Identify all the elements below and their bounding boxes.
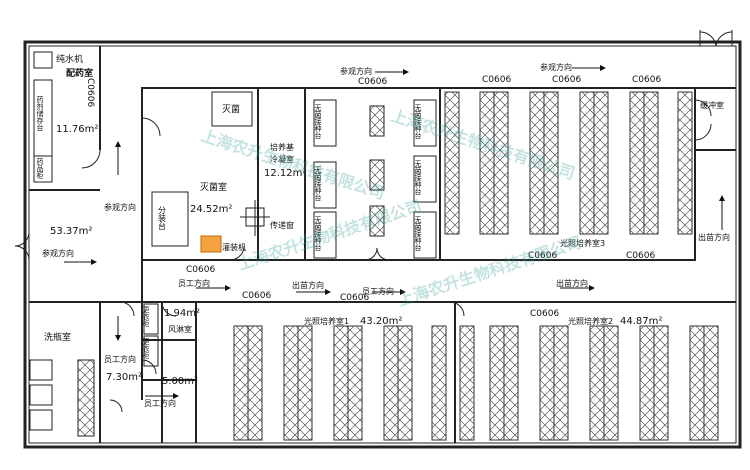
label-staff-bottom: 员工方向 bbox=[144, 398, 176, 408]
label-light-room-3: 光照培养室3 bbox=[560, 238, 605, 248]
label-door-top-1: C0606 bbox=[358, 77, 387, 87]
label-door-mid-3: C0606 bbox=[186, 265, 215, 275]
label-pass-window: 传递窗 bbox=[270, 220, 294, 230]
label-door-top-3: C0606 bbox=[552, 75, 581, 85]
shelf-racks-room-3 bbox=[444, 91, 693, 235]
label-door-mid-6: C0606 bbox=[530, 309, 559, 319]
label-cooling-1: 培养基 bbox=[270, 142, 294, 152]
label-sterilize: 灭菌 bbox=[222, 103, 240, 115]
label-dispensing: 配药室 bbox=[66, 67, 93, 79]
label-exit-mid-2: 出苗方向 bbox=[556, 278, 588, 288]
label-sub-tank: 分装台 bbox=[158, 206, 167, 231]
flow-arrows bbox=[64, 65, 725, 399]
label-visit-top-2: 参观方向 bbox=[540, 62, 572, 72]
label-bench-5: 无菌接种台 bbox=[414, 160, 422, 196]
label-locker-1: 更衣柜 bbox=[142, 306, 150, 328]
label-visit-lobby: 参观方向 bbox=[42, 248, 74, 258]
label-storage-side: 药品柜 bbox=[36, 157, 44, 180]
label-pure-water: 纯水机 bbox=[56, 53, 83, 65]
label-door-mid-1: C0606 bbox=[528, 251, 557, 261]
label-cooling-area: 12.12m² bbox=[264, 168, 306, 179]
label-door-mid-5: C0606 bbox=[340, 293, 369, 303]
doors bbox=[14, 30, 733, 413]
label-staff-area-1: 1.94m² bbox=[164, 308, 200, 319]
label-exit-mid-1: 出苗方向 bbox=[292, 280, 324, 290]
label-locker-2: 更衣柜 bbox=[142, 338, 150, 360]
label-lobby-area: 53.37m² bbox=[50, 226, 92, 237]
label-door-top-4: C0606 bbox=[632, 75, 661, 85]
inner-walls bbox=[29, 46, 736, 443]
shelf-racks-room-1-2 bbox=[233, 325, 719, 441]
label-door-mid-2: C0606 bbox=[626, 251, 655, 261]
label-light-room-2-area: 44.87m² bbox=[620, 316, 662, 327]
label-bench-4: 无菌接种台 bbox=[414, 104, 422, 140]
label-cooling-2: 冷凝室 bbox=[270, 154, 294, 164]
label-staff-vertical: 员工方向 bbox=[104, 354, 136, 364]
outer-walls bbox=[23, 40, 742, 449]
label-staff-room-2-area: 5.00m² bbox=[162, 376, 198, 387]
label-sterile-room: 灭菌室 bbox=[200, 181, 227, 193]
label-buffer-room: 缓冲室 bbox=[700, 100, 724, 110]
label-bottle-wash: 洗瓶室 bbox=[44, 331, 71, 343]
label-bench-6: 无菌接种台 bbox=[414, 216, 422, 252]
label-bench-1: 无菌接种台 bbox=[314, 104, 322, 140]
label-door-top-2: C0606 bbox=[482, 75, 511, 85]
label-bench-2: 无菌接种台 bbox=[314, 166, 322, 202]
label-staff-room-area: 7.30m² bbox=[106, 372, 142, 383]
label-staff-mid-2: 员工方向 bbox=[362, 286, 394, 296]
label-filling: 灌装机 bbox=[222, 242, 246, 252]
label-light-room-1-area: 43.20m² bbox=[360, 316, 402, 327]
label-visit-left: 参观方向 bbox=[104, 202, 136, 212]
label-door-mid-4: C0606 bbox=[242, 291, 271, 301]
fixtures bbox=[29, 51, 437, 437]
label-staff-mid-1: 员工方向 bbox=[178, 278, 210, 288]
labels: 纯水机 配药室 11.76m² 药剂储存台 药品柜 C0606 53.37m² … bbox=[36, 53, 730, 408]
watermark-text-1: 上海农升生物科技有限公司 bbox=[199, 126, 387, 203]
label-sterile-area: 24.52m² bbox=[190, 204, 232, 215]
label-door-vertical: C0606 bbox=[85, 78, 95, 107]
label-light-room-1: 光照培养室1 bbox=[304, 316, 349, 326]
watermark-text-4: 上海农升生物科技有限公司 bbox=[395, 232, 583, 309]
label-light-room-2: 光照培养室2 bbox=[568, 316, 613, 326]
label-visit-top-1: 参观方向 bbox=[340, 66, 372, 76]
label-storage-area: 11.76m² bbox=[56, 124, 98, 135]
label-storage: 药剂储存台 bbox=[36, 95, 44, 132]
label-exit-right: 出苗方向 bbox=[698, 232, 730, 242]
label-air-shower: 风淋室 bbox=[168, 324, 192, 334]
label-bench-3: 无菌接种台 bbox=[314, 216, 322, 252]
